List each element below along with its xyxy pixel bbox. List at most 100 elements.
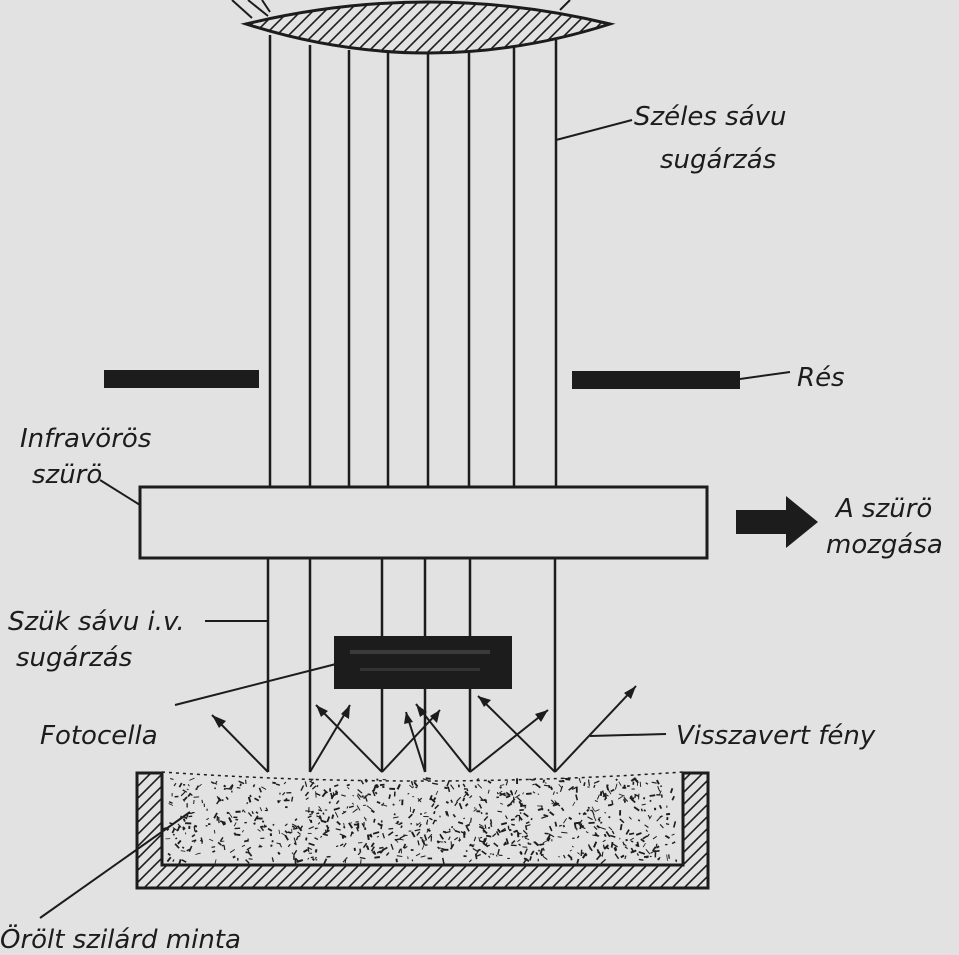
sample-speckle (223, 787, 226, 791)
sample-speckle (587, 806, 591, 810)
sample-speckle (511, 823, 515, 826)
sample-speckle (548, 833, 555, 838)
sample-speckle (385, 852, 390, 856)
sample-speckle (584, 853, 588, 857)
sample-speckle (440, 835, 444, 840)
sample-speckle (180, 791, 186, 797)
sample-speckle (593, 841, 598, 848)
sample-speckle (549, 786, 554, 791)
sample-speckle (411, 831, 416, 838)
sample-speckle (513, 829, 519, 833)
sample-speckle (247, 796, 252, 803)
sample-speckle (217, 841, 222, 846)
sample-speckle (578, 777, 582, 784)
sample-speckle (252, 784, 256, 788)
sample-speckle (464, 803, 469, 807)
sample-speckle (271, 840, 274, 843)
sample-speckle (554, 800, 557, 803)
sample-speckle (454, 837, 459, 841)
sample-speckle (174, 843, 180, 849)
sample-speckle (620, 854, 625, 859)
sample-speckle (525, 821, 530, 825)
sample-speckle (563, 818, 567, 824)
sample-speckle (172, 859, 175, 862)
sample-speckle (316, 815, 322, 819)
sample-speckle (629, 795, 633, 798)
sample-speckle (567, 854, 573, 859)
sample-speckle (305, 797, 309, 800)
sample-speckle (376, 800, 381, 805)
sample-speckle (439, 815, 441, 818)
sample-speckle (189, 793, 193, 797)
sample-speckle (465, 823, 470, 828)
sample-speckle (304, 791, 310, 797)
broadband-beams (268, 35, 558, 487)
slit-label: Rés (797, 363, 845, 393)
sample-speckle (366, 805, 373, 810)
sample-speckle (305, 810, 311, 812)
sample-speckle (412, 808, 416, 814)
sample-speckle (171, 828, 176, 834)
sample-speckle (210, 781, 215, 785)
sample-speckle (180, 850, 186, 852)
sample-speckle (283, 781, 287, 785)
sample-speckle (623, 784, 626, 789)
sample-speckle (450, 799, 453, 804)
sample-speckle (478, 825, 485, 830)
sample-speckle (594, 809, 600, 812)
sample-speckle (542, 847, 545, 851)
sample-speckle (658, 804, 663, 809)
sample-speckle (569, 849, 572, 852)
sample-speckle (387, 831, 394, 837)
sample-speckle (325, 824, 329, 829)
sample-speckle (213, 829, 216, 834)
sample-speckle (549, 811, 555, 816)
sample-speckle (379, 846, 384, 849)
reflected-light-arrowheads (212, 686, 636, 728)
sample-speckle (571, 786, 577, 790)
sample-speckle (499, 792, 506, 797)
sample-speckle (364, 778, 368, 783)
sample-speckle (188, 845, 193, 853)
sample-speckle (455, 829, 461, 834)
sample-speckle (233, 822, 237, 827)
sample-speckle (339, 833, 346, 837)
sample-speckle (309, 812, 314, 816)
sample-speckle (500, 827, 506, 832)
sample-speckle (191, 839, 197, 843)
sample-speckle (410, 780, 414, 786)
sample-speckle (611, 843, 619, 848)
sample-speckle (529, 778, 534, 781)
sample-speckle (311, 785, 317, 790)
sample-speckle (487, 789, 490, 794)
sample-speckle (400, 825, 403, 829)
sample-speckle (545, 782, 547, 784)
sample-speckle (666, 854, 668, 861)
sample-speckle (172, 827, 179, 832)
sample-speckle (249, 794, 252, 798)
sample-speckle (505, 838, 509, 845)
sample-speckle (500, 821, 508, 826)
sample-speckle (185, 814, 189, 820)
sample-speckle (447, 786, 451, 793)
sample-speckle (371, 789, 376, 797)
sample-speckle (339, 843, 344, 847)
sample-speckle (352, 794, 355, 797)
sample-speckle (432, 782, 439, 785)
sample-speckle (629, 837, 635, 841)
sample-speckle (396, 783, 401, 790)
sample-speckle (474, 785, 478, 789)
sample-speckle (619, 818, 625, 824)
sample-speckle (481, 850, 487, 855)
sample-speckle (198, 783, 202, 787)
sample-speckle (322, 833, 328, 837)
sample-speckle (524, 825, 528, 831)
sample-speckle (308, 826, 315, 830)
sample-speckle (579, 823, 583, 830)
sample-speckle (593, 825, 598, 831)
sample-speckle (376, 850, 382, 854)
sample-speckle (182, 827, 186, 831)
sample-speckle (263, 825, 267, 828)
sample-speckle (504, 815, 508, 820)
sample-speckle (572, 801, 576, 806)
